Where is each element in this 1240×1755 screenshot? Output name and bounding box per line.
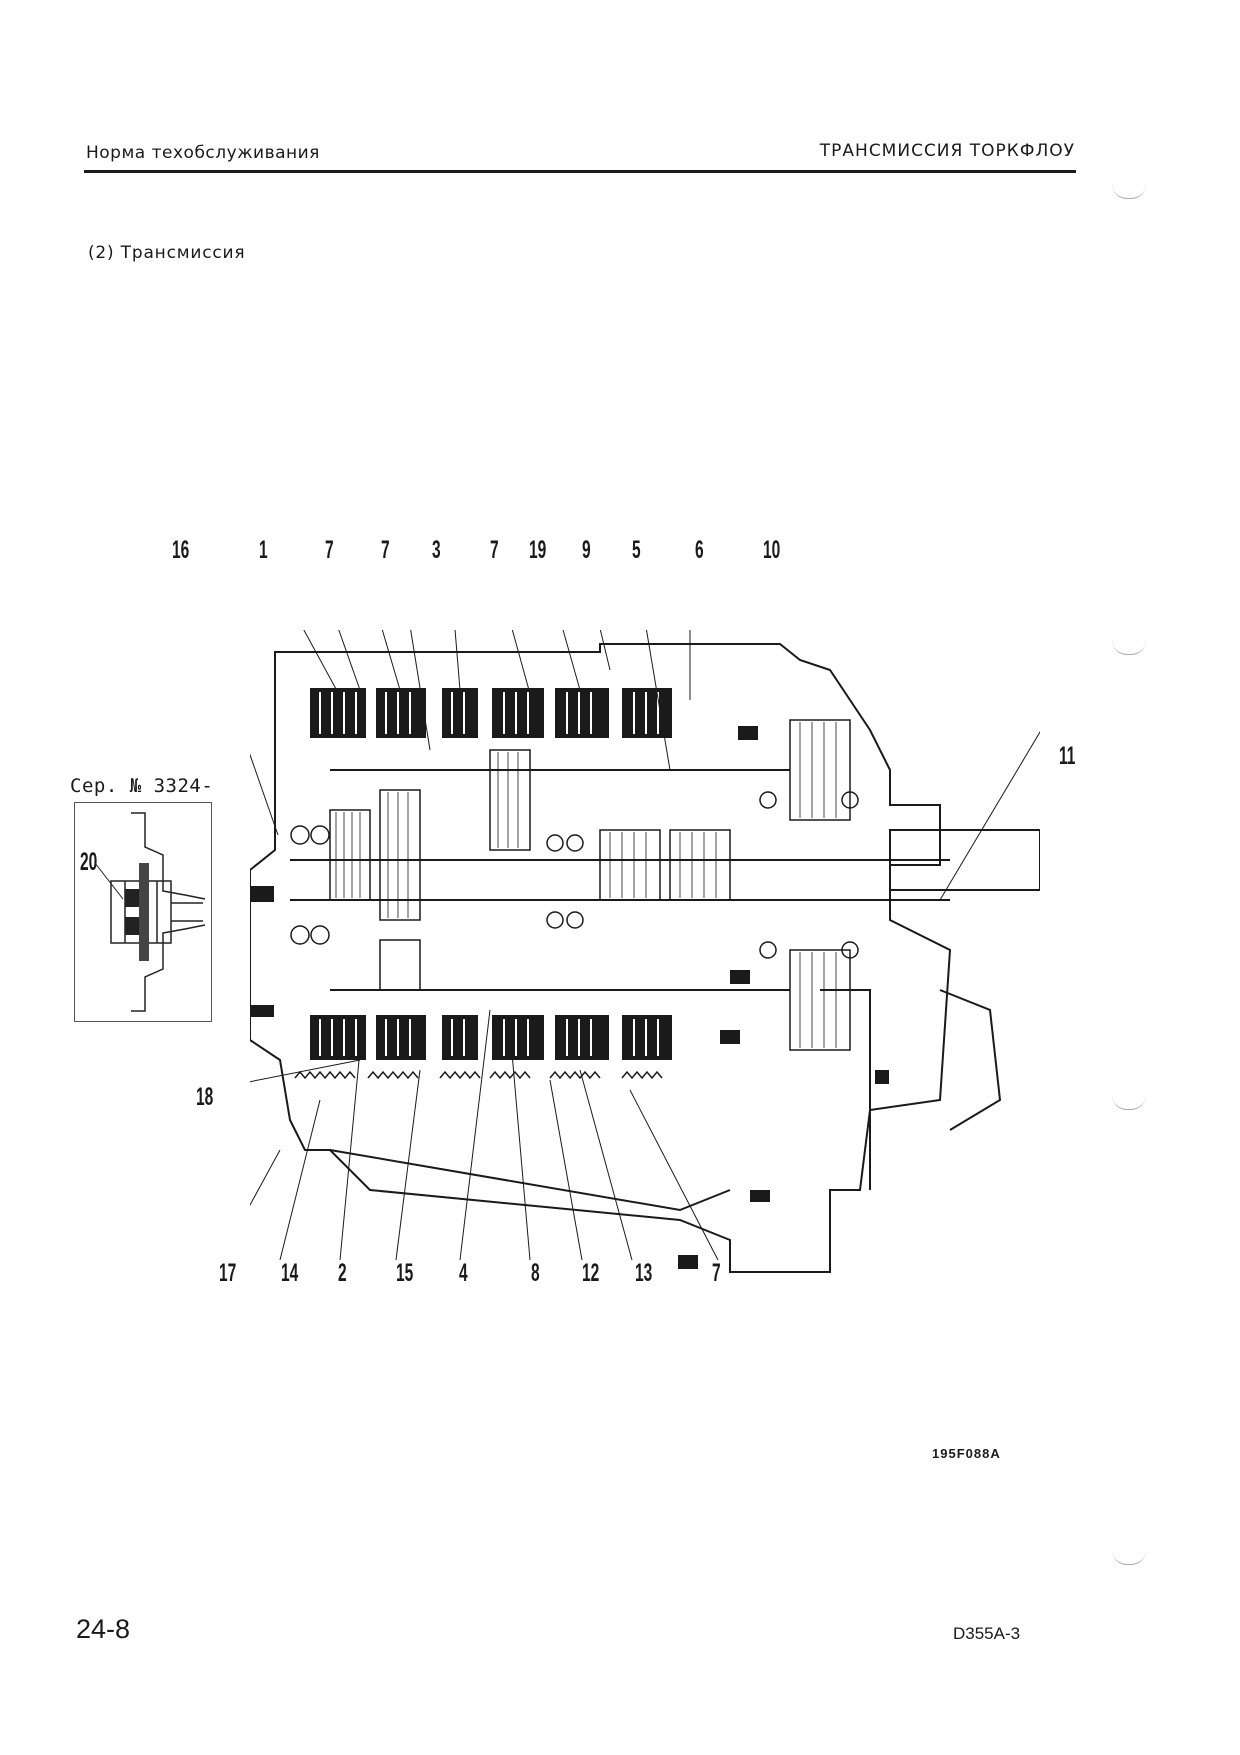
binding-hole-mark	[1112, 640, 1146, 655]
callout-11: 11	[1059, 742, 1076, 770]
callout-top: 9	[582, 536, 591, 564]
callout-bottom: 7	[712, 1259, 721, 1287]
callout-top: 16	[172, 536, 190, 564]
header-left-title: Норма техобслуживания	[86, 143, 320, 163]
page-number: 24-8	[76, 1614, 131, 1644]
callout-20: 20	[80, 848, 98, 876]
callout-top: 7	[490, 536, 499, 564]
callout-bottom: 15	[396, 1259, 414, 1287]
model-code: D355A-3	[953, 1624, 1021, 1643]
callout-bottom: 13	[635, 1259, 653, 1287]
binding-hole-mark	[1112, 184, 1146, 199]
figure-code: 195F088A	[932, 1446, 1001, 1461]
header-rule	[84, 170, 1076, 173]
callout-bottom: 12	[582, 1259, 600, 1287]
section-title: (2) Трансмиссия	[88, 243, 246, 263]
callout-top: 6	[695, 536, 704, 564]
callout-top: 7	[381, 536, 390, 564]
callout-top: 5	[632, 536, 641, 564]
callout-bottom: 17	[219, 1259, 237, 1287]
callout-bottom: 14	[281, 1259, 299, 1287]
inset-drawing	[74, 802, 212, 1022]
callout-top: 3	[432, 536, 441, 564]
callout-top: 7	[325, 536, 334, 564]
callout-top: 19	[529, 536, 547, 564]
callout-top: 10	[763, 536, 781, 564]
inset-cross-section-drawing	[94, 812, 206, 1012]
transmission-cross-section-drawing	[250, 630, 1040, 1273]
binding-hole-mark	[1112, 1095, 1146, 1110]
callout-bottom: 4	[459, 1259, 468, 1287]
header-right-title: ТРАНСМИССИЯ ТОРКФЛОУ	[819, 141, 1075, 161]
callout-top: 1	[259, 536, 268, 564]
callout-18: 18	[196, 1083, 214, 1111]
serial-note: Сер. № 3324-	[70, 775, 214, 797]
callout-bottom: 2	[338, 1259, 347, 1287]
binding-hole-mark	[1112, 1550, 1146, 1565]
callout-bottom: 8	[531, 1259, 540, 1287]
